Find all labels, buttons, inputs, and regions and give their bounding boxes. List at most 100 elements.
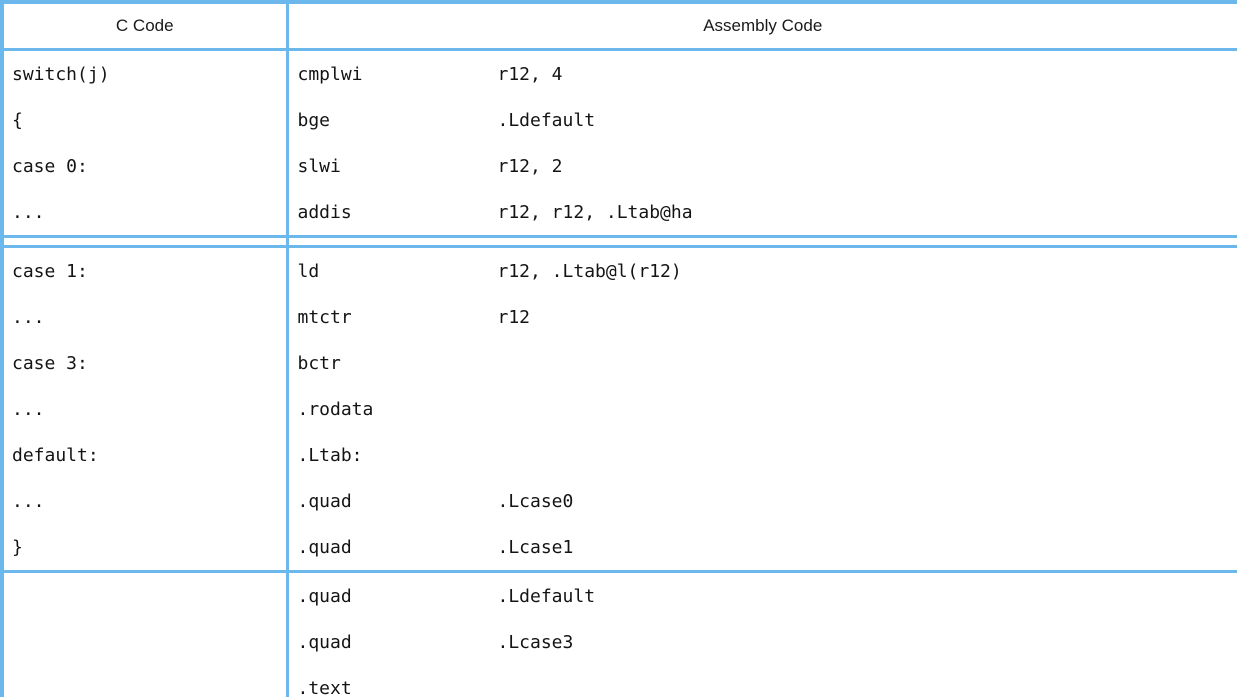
c-code-cell: switch(j) (2, 50, 287, 98)
assembly-code-line: .rodata (298, 399, 1237, 420)
c-code-line: } (12, 537, 286, 558)
c-code-line: ... (12, 491, 286, 512)
table-row: case 1: ldr12, .Ltab@l(r12) (2, 247, 1237, 295)
column-header-c-code: C Code (2, 2, 287, 50)
table-row: } .quad.Lcase1 (2, 524, 1237, 570)
group-divider-cell (287, 237, 1237, 247)
assembly-operands: r12 (498, 307, 531, 328)
table-body: switch(j)cmplwir12, 4{bge.Ldefaultcase 0… (2, 50, 1237, 697)
c-code-cell: ... (2, 294, 287, 340)
assembly-code-cell: .Ltab: (287, 432, 1237, 478)
c-code-line: case 1: (12, 261, 286, 282)
assembly-mnemonic: .quad (298, 537, 498, 558)
assembly-code-line: addisr12, r12, .Ltab@ha (298, 202, 1237, 223)
assembly-mnemonic: .quad (298, 586, 498, 607)
table-header: C Code Assembly Code (2, 2, 1237, 50)
c-code-cell: ... (2, 386, 287, 432)
table-row: case 3: bctr (2, 340, 1237, 386)
assembly-code-line: bctr (298, 353, 1237, 374)
assembly-code-cell: .text (287, 665, 1237, 697)
table-row: ... addisr12, r12, .Ltab@ha (2, 189, 1237, 237)
assembly-code-line: .Ltab: (298, 445, 1237, 466)
assembly-code-cell: .quad.Lcase1 (287, 524, 1237, 570)
table-row: ... .quad.Lcase0 (2, 478, 1237, 524)
assembly-mnemonic: slwi (298, 156, 498, 177)
column-header-assembly-code: Assembly Code (287, 2, 1237, 50)
assembly-code-line: .quad.Lcase3 (298, 632, 1237, 653)
assembly-mnemonic: .rodata (298, 399, 498, 420)
table-row: .quad.Lcase3 (2, 619, 1237, 665)
assembly-operands: r12, 4 (498, 64, 563, 85)
assembly-code-line: ldr12, .Ltab@l(r12) (298, 261, 1237, 282)
assembly-mnemonic: bctr (298, 353, 498, 374)
assembly-operands: r12, .Ltab@l(r12) (498, 261, 682, 282)
assembly-code-cell: ldr12, .Ltab@l(r12) (287, 247, 1237, 295)
assembly-code-line: .text (298, 678, 1237, 697)
assembly-operands: .Ldefault (498, 586, 596, 607)
c-code-cell (2, 619, 287, 665)
c-code-line: ... (12, 399, 286, 420)
assembly-code-cell: slwir12, 2 (287, 143, 1237, 189)
assembly-mnemonic: ld (298, 261, 498, 282)
assembly-code-line: bge.Ldefault (298, 110, 1237, 131)
assembly-mnemonic: bge (298, 110, 498, 131)
assembly-code-cell: bctr (287, 340, 1237, 386)
c-code-cell: { (2, 97, 287, 143)
c-code-line: switch(j) (12, 64, 286, 85)
table-row: { bge.Ldefault (2, 97, 1237, 143)
assembly-code-cell: .quad.Ldefault (287, 572, 1237, 620)
assembly-code-cell: bge.Ldefault (287, 97, 1237, 143)
assembly-mnemonic: .quad (298, 632, 498, 653)
c-code-cell: case 3: (2, 340, 287, 386)
c-code-line: default: (12, 445, 286, 466)
assembly-code-line: slwir12, 2 (298, 156, 1237, 177)
assembly-code-cell: .quad.Lcase0 (287, 478, 1237, 524)
assembly-code-line: cmplwir12, 4 (298, 64, 1237, 85)
c-code-cell (2, 665, 287, 697)
assembly-code-line: mtctrr12 (298, 307, 1237, 328)
c-code-cell (2, 572, 287, 620)
assembly-code-line: .quad.Lcase0 (298, 491, 1237, 512)
assembly-mnemonic: .quad (298, 491, 498, 512)
assembly-operands: r12, 2 (498, 156, 563, 177)
assembly-code-line: .quad.Lcase1 (298, 537, 1237, 558)
table-row: ... .rodata (2, 386, 1237, 432)
table-row: .quad.Ldefault (2, 572, 1237, 620)
assembly-operands: .Lcase1 (498, 537, 574, 558)
c-code-line: ... (12, 202, 286, 223)
assembly-operands: .Lcase0 (498, 491, 574, 512)
assembly-mnemonic: cmplwi (298, 64, 498, 85)
c-code-cell: ... (2, 189, 287, 237)
assembly-mnemonic: .text (298, 678, 498, 697)
table-row: .text (2, 665, 1237, 697)
group-divider-cell (2, 237, 287, 247)
assembly-code-cell: .quad.Lcase3 (287, 619, 1237, 665)
assembly-operands: r12, r12, .Ltab@ha (498, 202, 693, 223)
c-code-line: ... (12, 307, 286, 328)
assembly-mnemonic: addis (298, 202, 498, 223)
group-divider (2, 237, 1237, 247)
assembly-operands: .Lcase3 (498, 632, 574, 653)
c-code-cell: default: (2, 432, 287, 478)
c-code-line: case 0: (12, 156, 286, 177)
assembly-code-cell: mtctrr12 (287, 294, 1237, 340)
table-row: default: .Ltab: (2, 432, 1237, 478)
table-row: switch(j) cmplwir12, 4 (2, 50, 1237, 98)
table-row: ... mtctrr12 (2, 294, 1237, 340)
assembly-code-cell: cmplwir12, 4 (287, 50, 1237, 98)
assembly-mnemonic: .Ltab: (298, 445, 498, 466)
header-row: C Code Assembly Code (2, 2, 1237, 50)
c-code-cell: case 0: (2, 143, 287, 189)
c-code-line: { (12, 110, 286, 131)
c-code-line: case 3: (12, 353, 286, 374)
table-row: case 0: slwir12, 2 (2, 143, 1237, 189)
assembly-code-line: .quad.Ldefault (298, 586, 1237, 607)
assembly-code-cell: .rodata (287, 386, 1237, 432)
assembly-code-cell: addisr12, r12, .Ltab@ha (287, 189, 1237, 237)
assembly-mnemonic: mtctr (298, 307, 498, 328)
c-code-cell: case 1: (2, 247, 287, 295)
c-code-cell: ... (2, 478, 287, 524)
assembly-operands: .Ldefault (498, 110, 596, 131)
